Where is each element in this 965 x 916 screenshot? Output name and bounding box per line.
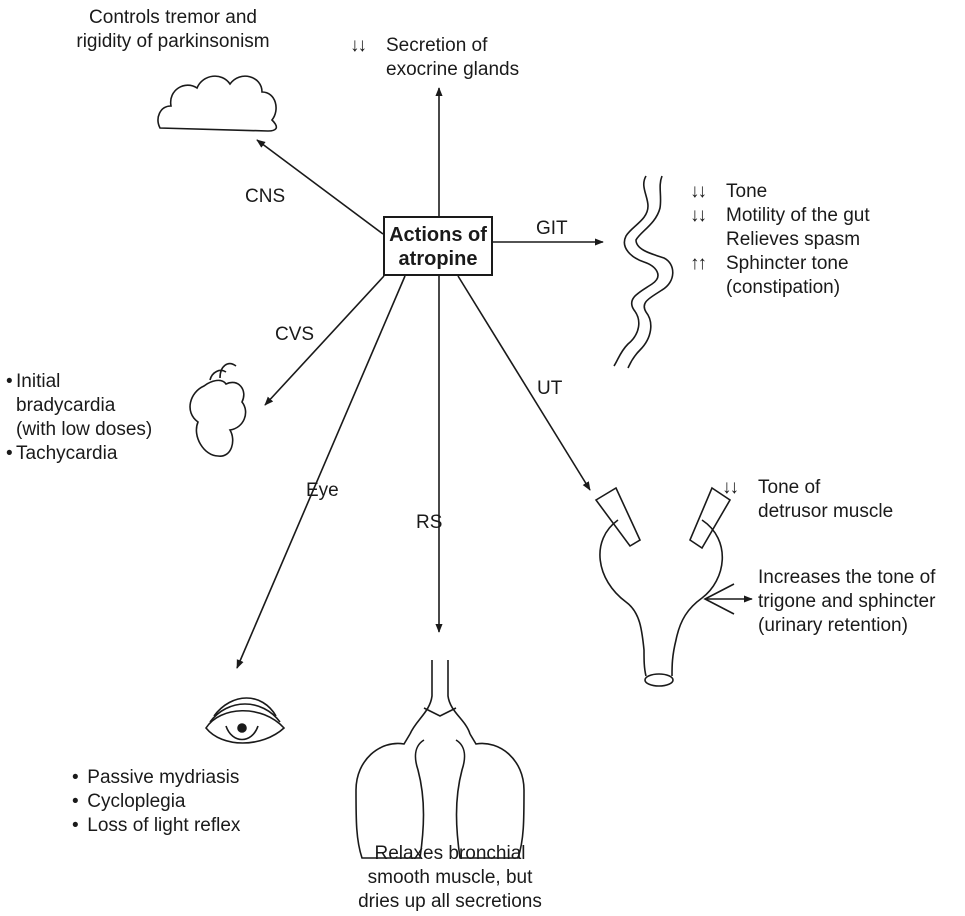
git-item: (constipation) — [726, 277, 841, 298]
increase-arrows-icon: ↑↑ — [690, 253, 707, 274]
arrow-cns — [256, 139, 384, 235]
eye-label: Eye — [306, 480, 339, 501]
cvs-effects: •Initial bradycardia (with low doses) •T… — [6, 371, 153, 464]
center-title-line2: atropine — [398, 248, 478, 270]
bullet-icon: • — [72, 791, 79, 812]
detrusor-effect: ↓↓Tone of detrusor muscle — [722, 477, 894, 522]
decrease-arrows-icon: ↓↓ — [690, 181, 707, 202]
lungs-icon — [409, 660, 471, 735]
center-title-box: Actions of atropine — [383, 216, 493, 276]
bullet-icon: • — [72, 767, 79, 788]
bladder-icon — [599, 519, 724, 677]
bullet-icon: • — [6, 443, 13, 464]
ut-label: UT — [537, 378, 563, 399]
decrease-arrows-icon: ↓↓ — [350, 35, 367, 56]
rs-effect: Relaxes bronchial smooth muscle, but dri… — [358, 843, 542, 912]
git-item: Relieves spasm — [726, 229, 861, 250]
glands-line: exocrine glands — [386, 59, 520, 80]
center-title-line1: Actions of — [389, 224, 487, 246]
cns-label: CNS — [245, 186, 286, 207]
trigone-fork — [703, 583, 735, 615]
decrease-arrows-icon: ↓↓ — [722, 477, 739, 498]
bullet-icon: • — [6, 371, 13, 392]
arrow-cvs — [264, 275, 385, 406]
git-item: ↑↑Sphincter tone — [690, 253, 849, 274]
eye-effects: • Passive mydriasis • Cycloplegia • Loss… — [72, 767, 241, 836]
cvs-label: CVS — [275, 324, 315, 345]
git-effects: ↓↓Tone ↓↓Motility of the gut Relieves sp… — [690, 180, 870, 300]
brain-icon — [157, 75, 278, 132]
cns-line: rigidity of parkinsonism — [76, 31, 270, 52]
cns-line: Controls tremor and — [89, 7, 257, 28]
eye-icon — [205, 710, 286, 744]
glands-line: Secretion of — [386, 35, 488, 56]
arrow-eye — [236, 275, 406, 669]
cns-effect: Controls tremor and rigidity of parkinso… — [48, 6, 298, 54]
bullet-icon: • — [72, 815, 79, 836]
git-item: ↓↓Tone — [690, 181, 768, 202]
stomach-icon — [613, 175, 659, 367]
arrow-ut — [457, 275, 591, 491]
git-label: GIT — [536, 218, 568, 239]
decrease-arrows-icon: ↓↓ — [690, 205, 707, 226]
glands-effect: ↓↓ Secretion of exocrine glands — [350, 34, 519, 82]
heart-icon — [189, 379, 247, 457]
trigone-effect: Increases the tone of trigone and sphinc… — [758, 567, 936, 636]
git-item: ↓↓Motility of the gut — [690, 205, 870, 226]
rs-label: RS — [416, 512, 443, 533]
